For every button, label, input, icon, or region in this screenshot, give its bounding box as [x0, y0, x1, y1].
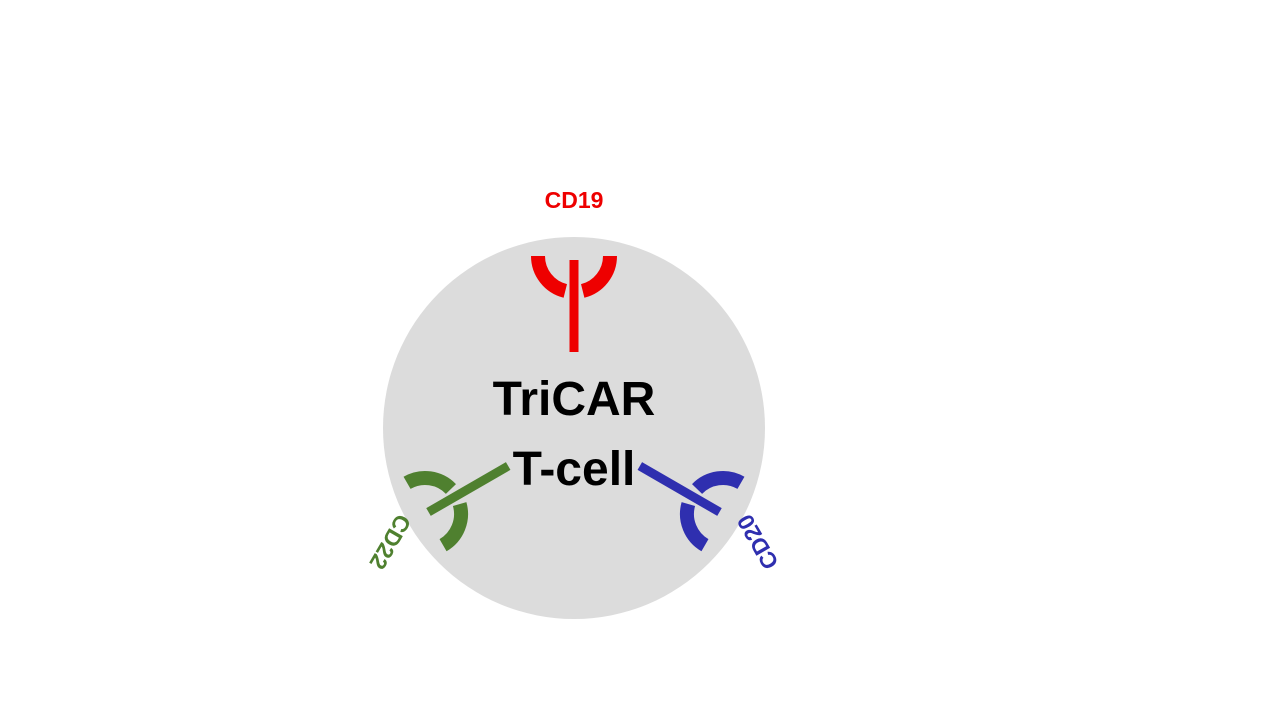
receptor-cd22[interactable]: CD22: [341, 435, 526, 583]
receptor-arc-right-cd22: [403, 471, 456, 495]
cell-label-group: TriCAR T-cell: [493, 373, 656, 496]
cell-label-line2: T-cell: [513, 443, 636, 496]
receptor-label-cd19: CD19: [545, 187, 604, 213]
receptor-cd19[interactable]: CD19: [531, 187, 617, 352]
receptor-arc-left-cd19: [531, 255, 568, 298]
receptor-arc-left-cd20: [692, 471, 745, 495]
receptor-stem-cd20: [637, 462, 722, 516]
receptor-arc-right-cd19: [580, 255, 617, 298]
receptor-label-cd22: CD22: [364, 510, 416, 574]
receptor-arc-left-cd22: [439, 502, 469, 552]
cell-label-line1: TriCAR: [493, 373, 656, 426]
t-cell-body: [383, 237, 765, 619]
receptor-stem-cd22: [426, 462, 511, 516]
receptor-label-cd20: CD20: [732, 510, 784, 574]
receptor-arc-right-cd20: [679, 502, 709, 552]
